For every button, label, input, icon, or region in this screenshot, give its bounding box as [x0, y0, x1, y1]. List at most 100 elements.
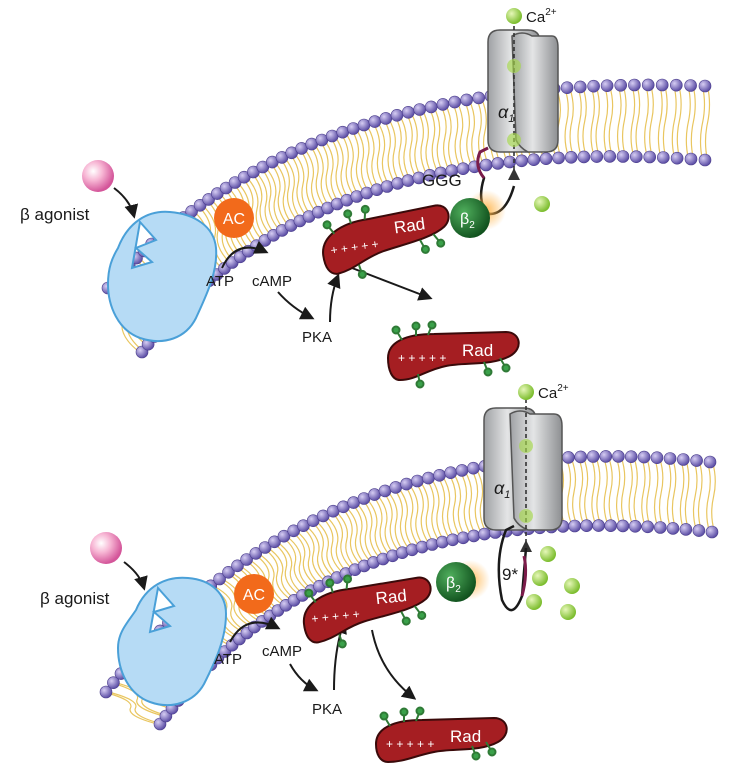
- lipid-tail: [103, 691, 158, 725]
- lipid-tail: [267, 547, 297, 601]
- lipid-tail: [570, 457, 578, 527]
- rad-charges: + + + + +: [386, 737, 434, 751]
- lipid-head: [277, 529, 291, 543]
- lipid-tail: [320, 515, 344, 574]
- calcium-ion: [507, 133, 521, 147]
- lipid-head: [515, 154, 529, 168]
- lipid-tail: [262, 547, 292, 601]
- beta-adrenergic-receptor: [116, 576, 228, 707]
- lipid-tail: [697, 460, 703, 531]
- lipid-tail: [397, 487, 416, 551]
- rad-label: Rad: [375, 586, 408, 608]
- lipid-tail: [463, 470, 477, 537]
- lipid-head: [357, 492, 371, 505]
- lipid-tail: [371, 494, 391, 557]
- lipid-tail: [564, 87, 570, 158]
- lipid-tail: [339, 131, 355, 197]
- ion-path-arrowhead: [508, 168, 520, 180]
- lipid-tail: [635, 84, 641, 157]
- lipid-tail: [264, 166, 286, 231]
- agonist-label: β agonist: [20, 205, 90, 224]
- lipid-tail: [382, 118, 396, 184]
- lipid-tail: [405, 112, 417, 179]
- panel-top: β agonist AC ATP cAMP PKA + + + + + Rad: [20, 7, 712, 389]
- rad-phospho-groups: [322, 204, 446, 279]
- lipid-tail: [447, 472, 462, 539]
- lipid-head: [467, 529, 481, 543]
- lipid-tail: [569, 87, 575, 158]
- lipid-head: [433, 468, 446, 482]
- adenylyl-cyclase: [234, 574, 274, 614]
- lipid-head: [703, 455, 717, 469]
- lipid-head: [564, 151, 578, 164]
- beta2-subunit: [450, 198, 490, 238]
- lipid-tail: [300, 525, 327, 583]
- lipid-tail: [283, 157, 303, 222]
- lipid-head: [444, 466, 458, 480]
- lipid-head: [624, 450, 638, 464]
- lipid-head: [614, 79, 628, 92]
- agonist-label: β agonist: [40, 589, 110, 608]
- lipid-tail: [392, 487, 411, 551]
- lipid-head: [629, 150, 643, 163]
- lipid-tail: [463, 99, 473, 168]
- lipid-head: [590, 150, 604, 163]
- lipid-head: [670, 151, 684, 165]
- lipid-tail: [452, 472, 467, 539]
- agonist-molecule: [90, 532, 122, 564]
- lipid-tail: [274, 161, 294, 226]
- lipid-tail: [288, 152, 308, 217]
- lipid-head: [616, 519, 630, 533]
- lipid-head: [336, 125, 350, 139]
- beta2-label: β2: [460, 211, 475, 231]
- lipid-tail: [295, 530, 323, 587]
- lipid-tail: [318, 139, 336, 205]
- rad-charges: + + + + +: [330, 237, 380, 258]
- lipid-tail: [371, 121, 386, 187]
- lipid-tail: [246, 176, 268, 241]
- lipid-head: [455, 464, 469, 477]
- lipid-tail: [692, 460, 698, 531]
- lipid-head: [616, 150, 630, 163]
- lipid-tail: [340, 506, 363, 567]
- lipid-tail: [649, 84, 654, 158]
- lipid-tail: [325, 515, 349, 574]
- calcium-ion: [540, 546, 556, 562]
- lipid-head: [213, 572, 226, 586]
- lipid-tail: [595, 86, 600, 157]
- lipid-tail: [290, 530, 318, 587]
- calcium-ion: [519, 439, 533, 453]
- lipid-tail: [398, 114, 412, 181]
- atp-label: ATP: [214, 651, 242, 668]
- lipid-tail: [365, 124, 380, 190]
- lipid-tail: [628, 456, 634, 527]
- lipid-head: [460, 93, 473, 107]
- lipid-head: [472, 91, 486, 105]
- lipid-tail: [345, 506, 368, 567]
- cav-alpha1-channel: α1: [487, 12, 559, 180]
- lipid-tail: [419, 480, 436, 545]
- lipid-head: [641, 520, 655, 534]
- lipid-head: [637, 450, 651, 464]
- lipid-tail: [616, 85, 622, 157]
- lipid-tail: [414, 480, 431, 545]
- rad-bound: + + + + + Rad: [302, 574, 432, 649]
- lipid-tail: [603, 85, 609, 157]
- lipid-tail: [475, 467, 488, 535]
- calcium-ion: [506, 8, 522, 24]
- lipid-head: [346, 122, 360, 135]
- lipid-head: [592, 519, 605, 532]
- lipid-tail: [704, 85, 711, 161]
- lipid-tail: [621, 85, 627, 157]
- calcium-label: Ca2+: [538, 383, 569, 402]
- lipid-tail: [582, 86, 587, 158]
- lipid-tail: [602, 456, 609, 526]
- lipid-tail: [644, 84, 649, 158]
- lipid-tail: [416, 109, 428, 176]
- pka-label: PKA: [302, 329, 332, 346]
- lipid-tail: [310, 520, 335, 579]
- lipid-tail: [212, 585, 250, 634]
- lipid-head: [684, 79, 697, 92]
- lipid-tail: [355, 502, 377, 563]
